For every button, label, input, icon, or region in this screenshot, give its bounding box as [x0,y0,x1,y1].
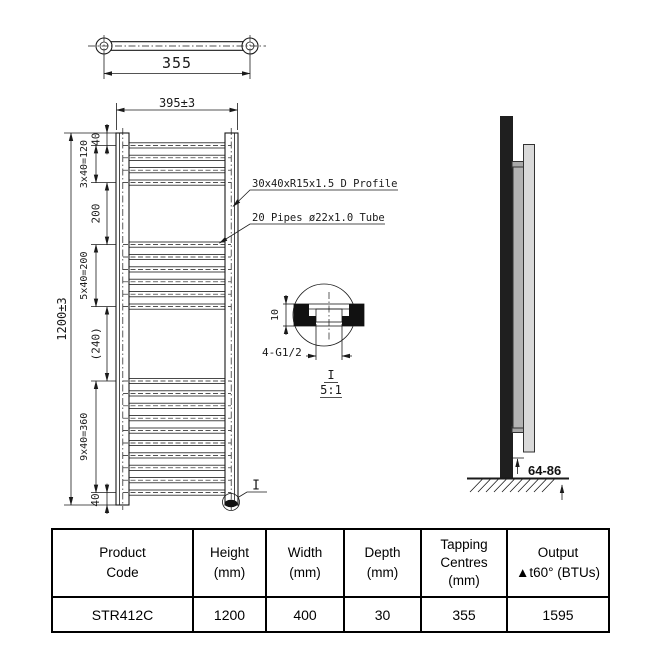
wall-distance-dim: 64-86 [511,457,561,478]
hatch-line [517,478,532,493]
detail-callout: I [222,479,267,511]
hatch-line [493,478,508,493]
hatch-line [541,478,556,493]
col-width: Width(mm) [265,528,345,598]
bracket-end-left [95,37,113,55]
note-profile: 30x40xR15x1.5 D Profile [232,178,398,207]
value-depth: 30 [343,596,422,633]
thread-label: 4-G1/2 [262,346,302,359]
wall-bar [500,116,513,479]
seg-bottom-dim: 40 [89,493,102,506]
svg-text:5:1: 5:1 [320,383,342,397]
side-view: 64-86 [467,116,569,500]
top-view-width-dim: 355 [162,54,192,72]
left-rail [115,128,130,510]
detail-callout-label: I [252,479,260,494]
detail-height-dim: 10 [270,309,281,321]
hatch-line [533,478,548,493]
svg-text:I: I [327,368,334,382]
value-product-code: STR412C [51,596,194,633]
rail-profile-side [523,144,535,453]
front-view: 395±3 1200±3 40 3x40=120 200 5x40=200 (2… [55,96,398,514]
radiator-body-side [512,166,524,429]
tube-array [123,142,231,496]
value-height: 1200 [192,596,267,633]
seg-top-dim: 40 [90,133,103,146]
seg-group1-dim: 3x40=120 [79,140,90,188]
profile-section [293,292,365,342]
hatch-line [469,478,484,493]
seg-group2-dim: 5x40=200 [79,252,90,300]
spec-table-data-row: STR412C 1200 400 30 355 1595 [51,596,610,633]
seg-group3-dim: 9x40=360 [79,413,90,461]
front-height-dim: 1200±3 [55,297,69,340]
top-view: 355 [88,35,266,79]
svg-text:64-86: 64-86 [528,463,561,478]
front-width-dim: 395±3 [159,96,195,110]
seg-gap1-dim: 200 [90,204,103,224]
detail-view: 10 4-G1/2 I 5:1 [262,283,365,398]
note-pipes: 20 Pipes ø22x1.0 Tube [218,212,385,244]
value-tapping-centres: 355 [420,596,508,633]
hatch-line [485,478,500,493]
value-output: 1595 [506,596,610,633]
col-depth: Depth(mm) [343,528,422,598]
detail-scale-label: I 5:1 [320,368,342,398]
hatch-line [509,478,524,493]
col-output: Output▲t60° (BTUs) [506,528,610,598]
right-rail [224,128,239,510]
hatch-line [525,478,540,493]
svg-text:20 Pipes ø22x1.0 Tube: 20 Pipes ø22x1.0 Tube [252,212,385,224]
hatch-line [501,478,516,493]
floor-hatch [469,478,556,493]
svg-text:30x40xR15x1.5 D Profile: 30x40xR15x1.5 D Profile [252,178,397,190]
hatch-line [477,478,492,493]
col-height: Height(mm) [192,528,267,598]
bracket-end-right [241,37,259,55]
seg-gap2-dim: (240) [90,327,103,360]
value-width: 400 [265,596,345,633]
